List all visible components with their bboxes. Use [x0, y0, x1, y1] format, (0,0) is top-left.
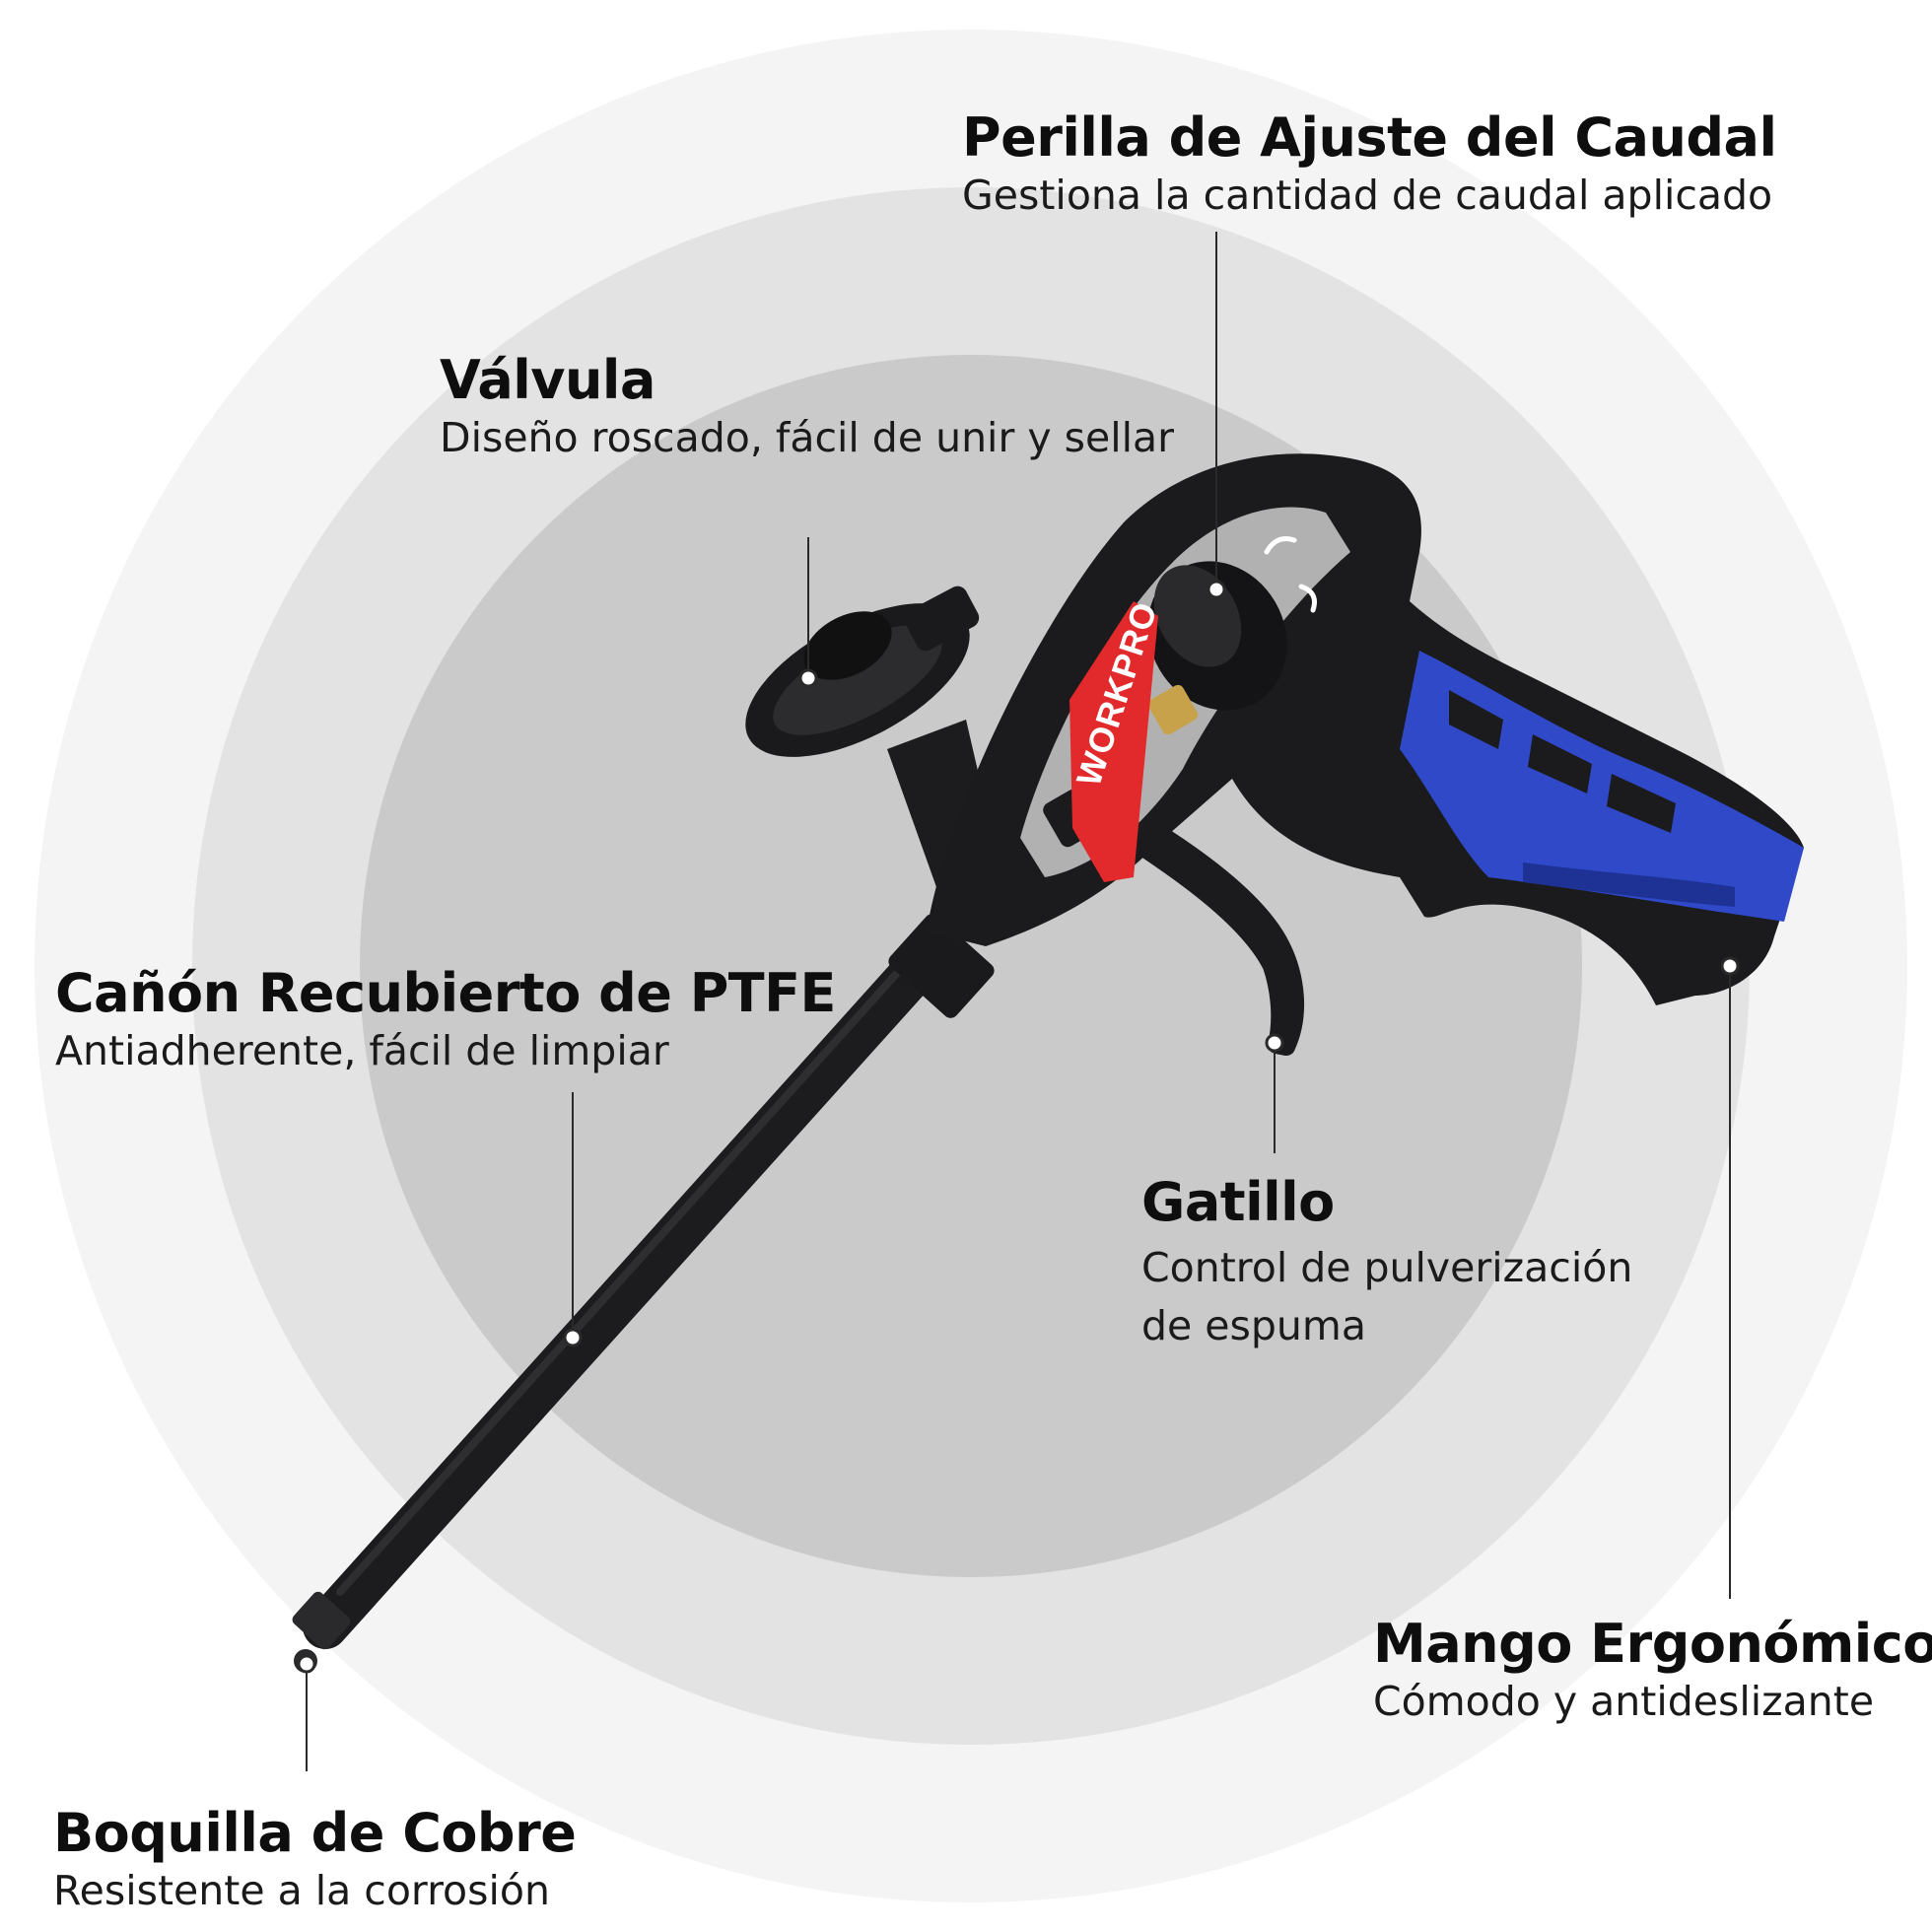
- brand-plate: [1070, 601, 1158, 882]
- callout-handle: Mango Ergonómico Cómodo y antideslizante: [1373, 1613, 1932, 1731]
- callout-barrel-title: Cañón Recubierto de PTFE: [55, 962, 836, 1024]
- callout-trigger-title: Gatillo: [1141, 1171, 1335, 1233]
- callout-barrel-desc: Antiadherente, fácil de limpiar: [55, 1026, 669, 1074]
- adjust-arrows-icon: [1264, 536, 1317, 613]
- callout-nozzle: Boquilla de Cobre Resistente a la corros…: [53, 1802, 577, 1920]
- marker-nozzle: [297, 1654, 316, 1674]
- callout-valve: Válvula Diseño roscado, fácil de unir y …: [440, 349, 1174, 467]
- callout-handle-title: Mango Ergonómico: [1373, 1613, 1932, 1675]
- marker-handle: [1720, 956, 1740, 976]
- barrel: [303, 914, 995, 1649]
- callout-handle-desc: Cómodo y antideslizante: [1373, 1677, 1875, 1725]
- grip: [1400, 651, 1804, 922]
- trigger: [1135, 824, 1304, 1056]
- callout-nozzle-title: Boquilla de Cobre: [53, 1802, 577, 1864]
- marker-knob: [1207, 580, 1226, 599]
- flow-knob: [1043, 561, 1287, 848]
- callout-valve-desc: Diseño roscado, fácil de unir y sellar: [440, 413, 1174, 461]
- callout-trigger: Gatillo Control de pulverización de espu…: [1141, 1171, 1633, 1356]
- callout-knob-title: Perilla de Ajuste del Caudal: [962, 106, 1777, 169]
- callout-nozzle-desc: Resistente a la corrosión: [53, 1866, 550, 1914]
- callout-trigger-desc-line1: Control de pulverización: [1141, 1243, 1633, 1291]
- callout-knob-desc: Gestiona la cantidad de caudal aplicado: [962, 171, 1773, 219]
- callout-valve-title: Válvula: [440, 349, 656, 411]
- marker-valve: [798, 668, 818, 688]
- callout-knob: Perilla de Ajuste del Caudal Gestiona la…: [962, 106, 1777, 225]
- marker-barrel: [563, 1328, 583, 1347]
- callout-barrel: Cañón Recubierto de PTFE Antiadherente, …: [55, 962, 836, 1080]
- marker-trigger: [1265, 1033, 1284, 1053]
- callout-trigger-desc-line2: de espuma: [1141, 1302, 1366, 1350]
